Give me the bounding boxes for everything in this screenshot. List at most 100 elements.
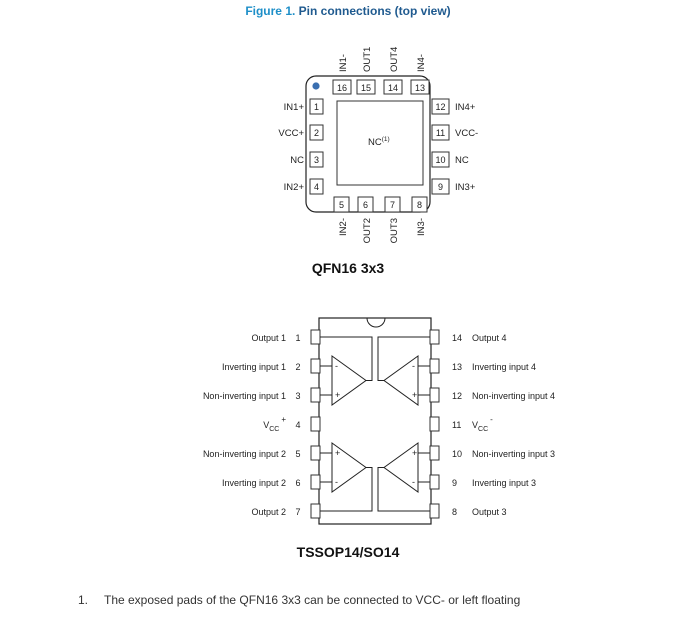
figure-caption: Pin connections (top view) (298, 4, 451, 18)
tssop-package-body (318, 317, 432, 525)
qfn-pin-box (309, 151, 324, 168)
qfn-pin-box (431, 98, 450, 115)
tssop-notch (366, 317, 386, 328)
qfn-pin-number: 8 (417, 200, 422, 210)
qfn-pin-number: 7 (390, 200, 395, 210)
qfn-pin-box (431, 178, 450, 195)
qfn-pin-name: IN4+ (455, 102, 476, 113)
qfn-pin-name: IN3- (416, 218, 427, 236)
qfn-pin-box (309, 124, 324, 141)
opamp-triangle (383, 442, 419, 493)
qfn-pin-number: 2 (314, 128, 319, 138)
tssop-pin-number: 9 (452, 478, 457, 488)
qfn-pin-box (431, 124, 450, 141)
qfn-pin-name: IN2- (338, 218, 349, 236)
qfn-pin-name: VCC+ (278, 128, 304, 139)
qfn-pin-name: IN2+ (284, 182, 305, 193)
tssop-pin-number: 13 (452, 362, 462, 372)
opamp-minus-sign: - (335, 477, 338, 487)
qfn-pin-name: IN1- (338, 54, 349, 72)
tssop-pin-box (429, 358, 440, 374)
tssop-pin-box (310, 387, 321, 403)
tssop-pin-box (429, 474, 440, 490)
tssop-pin-name: Inverting input 2 (222, 478, 286, 488)
qfn-pin-box (309, 178, 324, 195)
qfn-pin-number: 9 (438, 182, 443, 192)
qfn-pin-box (411, 196, 428, 213)
tssop-pin-name: VCC- (472, 415, 493, 433)
qfn-pin-number: 4 (314, 182, 319, 192)
opamp-minus-sign: - (335, 361, 338, 371)
qfn-pin-box (309, 98, 324, 115)
tssop-pin-name: Inverting input 1 (222, 362, 286, 372)
qfn-pin-name: IN1+ (284, 102, 305, 113)
figure-number: Figure 1. (245, 4, 296, 18)
tssop-pin-number: 2 (295, 362, 300, 372)
qfn-pin-name: NC (455, 155, 469, 166)
tssop-pin-box (310, 474, 321, 490)
tssop-pin-box (429, 387, 440, 403)
tssop-pin-box (310, 503, 321, 519)
qfn-pin-number: 16 (337, 83, 347, 93)
pin1-indicator-dot (312, 82, 320, 90)
opamp-plus-sign: + (412, 390, 417, 400)
tssop-pin-name: Non-inverting input 2 (203, 449, 286, 459)
qfn-pin-number: 11 (436, 128, 445, 138)
qfn-pin-box (356, 79, 376, 95)
qfn-pin-name: OUT2 (362, 218, 373, 243)
tssop-pin-name: Non-inverting input 1 (203, 391, 286, 401)
opamp-minus-sign: - (412, 361, 415, 371)
tssop-pin-number: 3 (295, 391, 300, 401)
qfn-pin-name: VCC- (455, 128, 478, 139)
tssop-pin-box (310, 329, 321, 345)
tssop-pin-box (429, 503, 440, 519)
qfn-pin-name: OUT1 (362, 47, 373, 72)
opamp-output-lead (377, 467, 430, 512)
opamp-output-lead (320, 467, 373, 512)
qfn-pin-number: 12 (435, 102, 445, 112)
qfn-pin-number: 10 (435, 155, 445, 165)
tssop-pin-box (429, 416, 440, 432)
tssop-pin-name: Output 4 (472, 333, 507, 343)
opamp-plus-sign: + (335, 448, 340, 458)
qfn-pin-name: IN4- (416, 54, 427, 72)
qfn-pin-name: OUT4 (389, 47, 400, 72)
tssop-pin-name: Inverting input 4 (472, 362, 536, 372)
qfn-pin-number: 13 (415, 83, 425, 93)
tssop-pin-name: Output 3 (472, 507, 507, 517)
qfn-pin-box (431, 151, 450, 168)
footnote: 1.The exposed pads of the QFN16 3x3 can … (78, 593, 520, 607)
figure-title: Figure 1. Pin connections (top view) (0, 4, 696, 18)
opamp-minus-sign: - (412, 477, 415, 487)
tssop-pin-name: Non-inverting input 4 (472, 391, 555, 401)
qfn-pin-box (383, 79, 403, 95)
qfn-pin-number: 14 (388, 83, 398, 93)
qfn-pin-name: OUT3 (389, 218, 400, 243)
qfn-package-label: QFN16 3x3 (311, 260, 385, 276)
tssop-pin-box (429, 329, 440, 345)
qfn-pin-name: IN3+ (455, 182, 476, 193)
qfn-pin-box (410, 79, 430, 95)
footnote-text: The exposed pads of the QFN16 3x3 can be… (104, 593, 521, 607)
tssop-pin-box (310, 416, 321, 432)
tssop-pin-number: 7 (295, 507, 300, 517)
qfn-pin-box (333, 196, 350, 213)
opamp-output-lead (320, 336, 373, 381)
opamp-plus-sign: + (412, 448, 417, 458)
qfn-pin-number: 15 (361, 83, 371, 93)
tssop-pin-number: 1 (295, 333, 300, 343)
qfn-pin-box (384, 196, 401, 213)
qfn-pin-name: NC (290, 155, 304, 166)
tssop-pin-number: 4 (295, 420, 300, 430)
tssop-pin-number: 6 (295, 478, 300, 488)
tssop-pin-number: 10 (452, 449, 462, 459)
tssop-pin-number: 5 (295, 449, 300, 459)
tssop-pin-name: VCC+ (263, 415, 286, 433)
tssop-package-label: TSSOP14/SO14 (296, 544, 400, 560)
tssop-pin-name: Output 1 (251, 333, 286, 343)
tssop-pin-box (310, 445, 321, 461)
qfn-pin-number: 3 (314, 155, 319, 165)
tssop-pin-name: Inverting input 3 (472, 478, 536, 488)
opamp-triangle (331, 355, 367, 406)
